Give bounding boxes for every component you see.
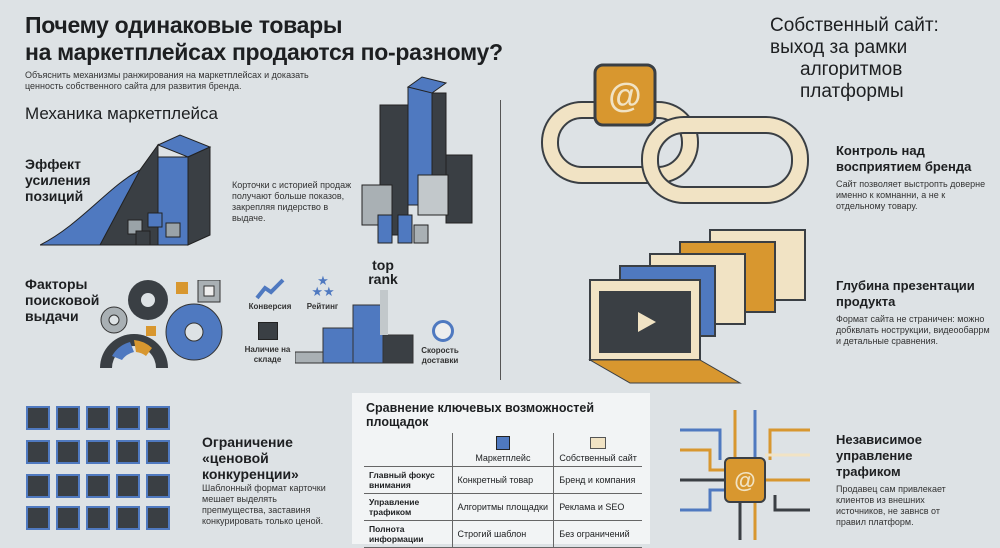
top-rank-line: rank <box>368 271 398 287</box>
cell: Строгий шаблон <box>451 520 554 548</box>
browser-window-icon <box>590 436 607 449</box>
header-empty <box>364 433 452 467</box>
bar-towers-illustration <box>361 76 473 244</box>
cell: Без ограничений <box>553 520 642 548</box>
top-rank-line: top <box>372 257 394 273</box>
column-label: Собственный сайт <box>559 452 637 463</box>
trend-line-icon <box>255 278 285 300</box>
stars-icon: ★★★ <box>311 273 335 299</box>
item-text: Продавец сам привлекает клиентов из внеш… <box>836 484 946 527</box>
cell: Алгоритмы площадки <box>451 493 554 521</box>
right-item-brand: Контроль над восприятием бренда Сайт поз… <box>836 143 996 212</box>
main-title: Почему одинаковые товары на маркетплейса… <box>25 12 503 66</box>
product-cards-grid-illustration <box>26 406 170 530</box>
cell: Реклама и SEO <box>553 493 642 521</box>
header-marketplace: Маркетплейс <box>451 433 554 467</box>
subtitle: Объяснить механизмы ранжирования на марк… <box>25 70 309 92</box>
cell: Конкретный товар <box>451 466 554 494</box>
factor-conversion: Конверсия <box>248 302 292 311</box>
title-line: выход за рамки <box>770 37 908 58</box>
svg-text:@: @ <box>608 77 641 115</box>
factors-shapes-illustration <box>100 280 223 368</box>
chain-link-illustration: @ <box>541 63 809 204</box>
right-item-traffic: Независимое управление трафиком Продавец… <box>836 432 956 528</box>
title-line: алгоритмов <box>800 59 903 80</box>
factor-stock: Наличие на складе <box>244 345 291 364</box>
content-windows-illustration <box>588 229 806 384</box>
competition-title: Ограничение «ценовой конкуренции» <box>202 434 299 482</box>
item-text: Формат сайта не страничен: можно добквла… <box>836 314 990 346</box>
row-label: Полнота информации <box>364 520 452 548</box>
box-icon <box>258 322 278 340</box>
traffic-sources-illustration: @ <box>680 410 810 540</box>
subtitle-line: ценность собственного сайта для развития… <box>25 81 242 91</box>
effect-title: Эффект усиления позиций <box>25 156 91 204</box>
row-label: Управление трафиком <box>364 493 452 521</box>
item-title: Контроль над восприятием бренда <box>836 143 972 174</box>
header-own-site: Собственный сайт <box>553 433 642 467</box>
stopwatch-icon <box>432 320 454 342</box>
vertical-divider <box>500 100 501 380</box>
row-label: Главный фокус внимания <box>364 466 452 494</box>
title-line: на маркетплейсах продаются по-разному? <box>25 39 503 65</box>
item-title: Независимое управление трафиком <box>836 432 922 479</box>
subtitle-line: Объяснить механизмы ранжирования на марк… <box>25 70 309 80</box>
title-line: платформы <box>800 81 904 102</box>
title-line: Собственный сайт: <box>770 15 939 36</box>
svg-text:@: @ <box>734 468 755 493</box>
growth-chart-illustration <box>40 134 212 246</box>
factor-rating: Рейтинг <box>306 302 339 311</box>
right-title: Собственный сайт: выход за рамки алгорит… <box>770 15 939 103</box>
competition-text: Шаблонный формат карточки мешает выделят… <box>202 483 326 526</box>
factor-delivery: Скорость доставки <box>421 346 459 365</box>
comparison-table-card: Сравнение ключевых возможностей площадок… <box>352 393 650 548</box>
factors-title: Факторы поисковой выдачи <box>25 276 100 324</box>
cube-icon <box>495 436 510 450</box>
cell: Бренд и компания <box>553 466 642 494</box>
comparison-table: Маркетплейс Собственный сайт Главный фок… <box>364 433 642 548</box>
column-label: Маркетплейс <box>475 453 531 463</box>
ranking-podium-illustration <box>295 290 414 364</box>
table-header-row: Маркетплейс Собственный сайт <box>364 433 642 467</box>
title-line: Почему одинаковые товары <box>25 12 343 38</box>
item-title: Глубина презентации продукта <box>836 278 975 309</box>
table-title: Сравнение ключевых возможностей площадок <box>366 401 595 429</box>
effect-text: Корточки с историей продаж получают боль… <box>232 180 352 223</box>
right-item-presentation: Глубина презентации продукта Формат сайт… <box>836 278 996 347</box>
section-title: Механика маркетплейса <box>25 104 219 123</box>
item-text: Сайт позволяет выстропть доверне именно … <box>836 179 986 211</box>
